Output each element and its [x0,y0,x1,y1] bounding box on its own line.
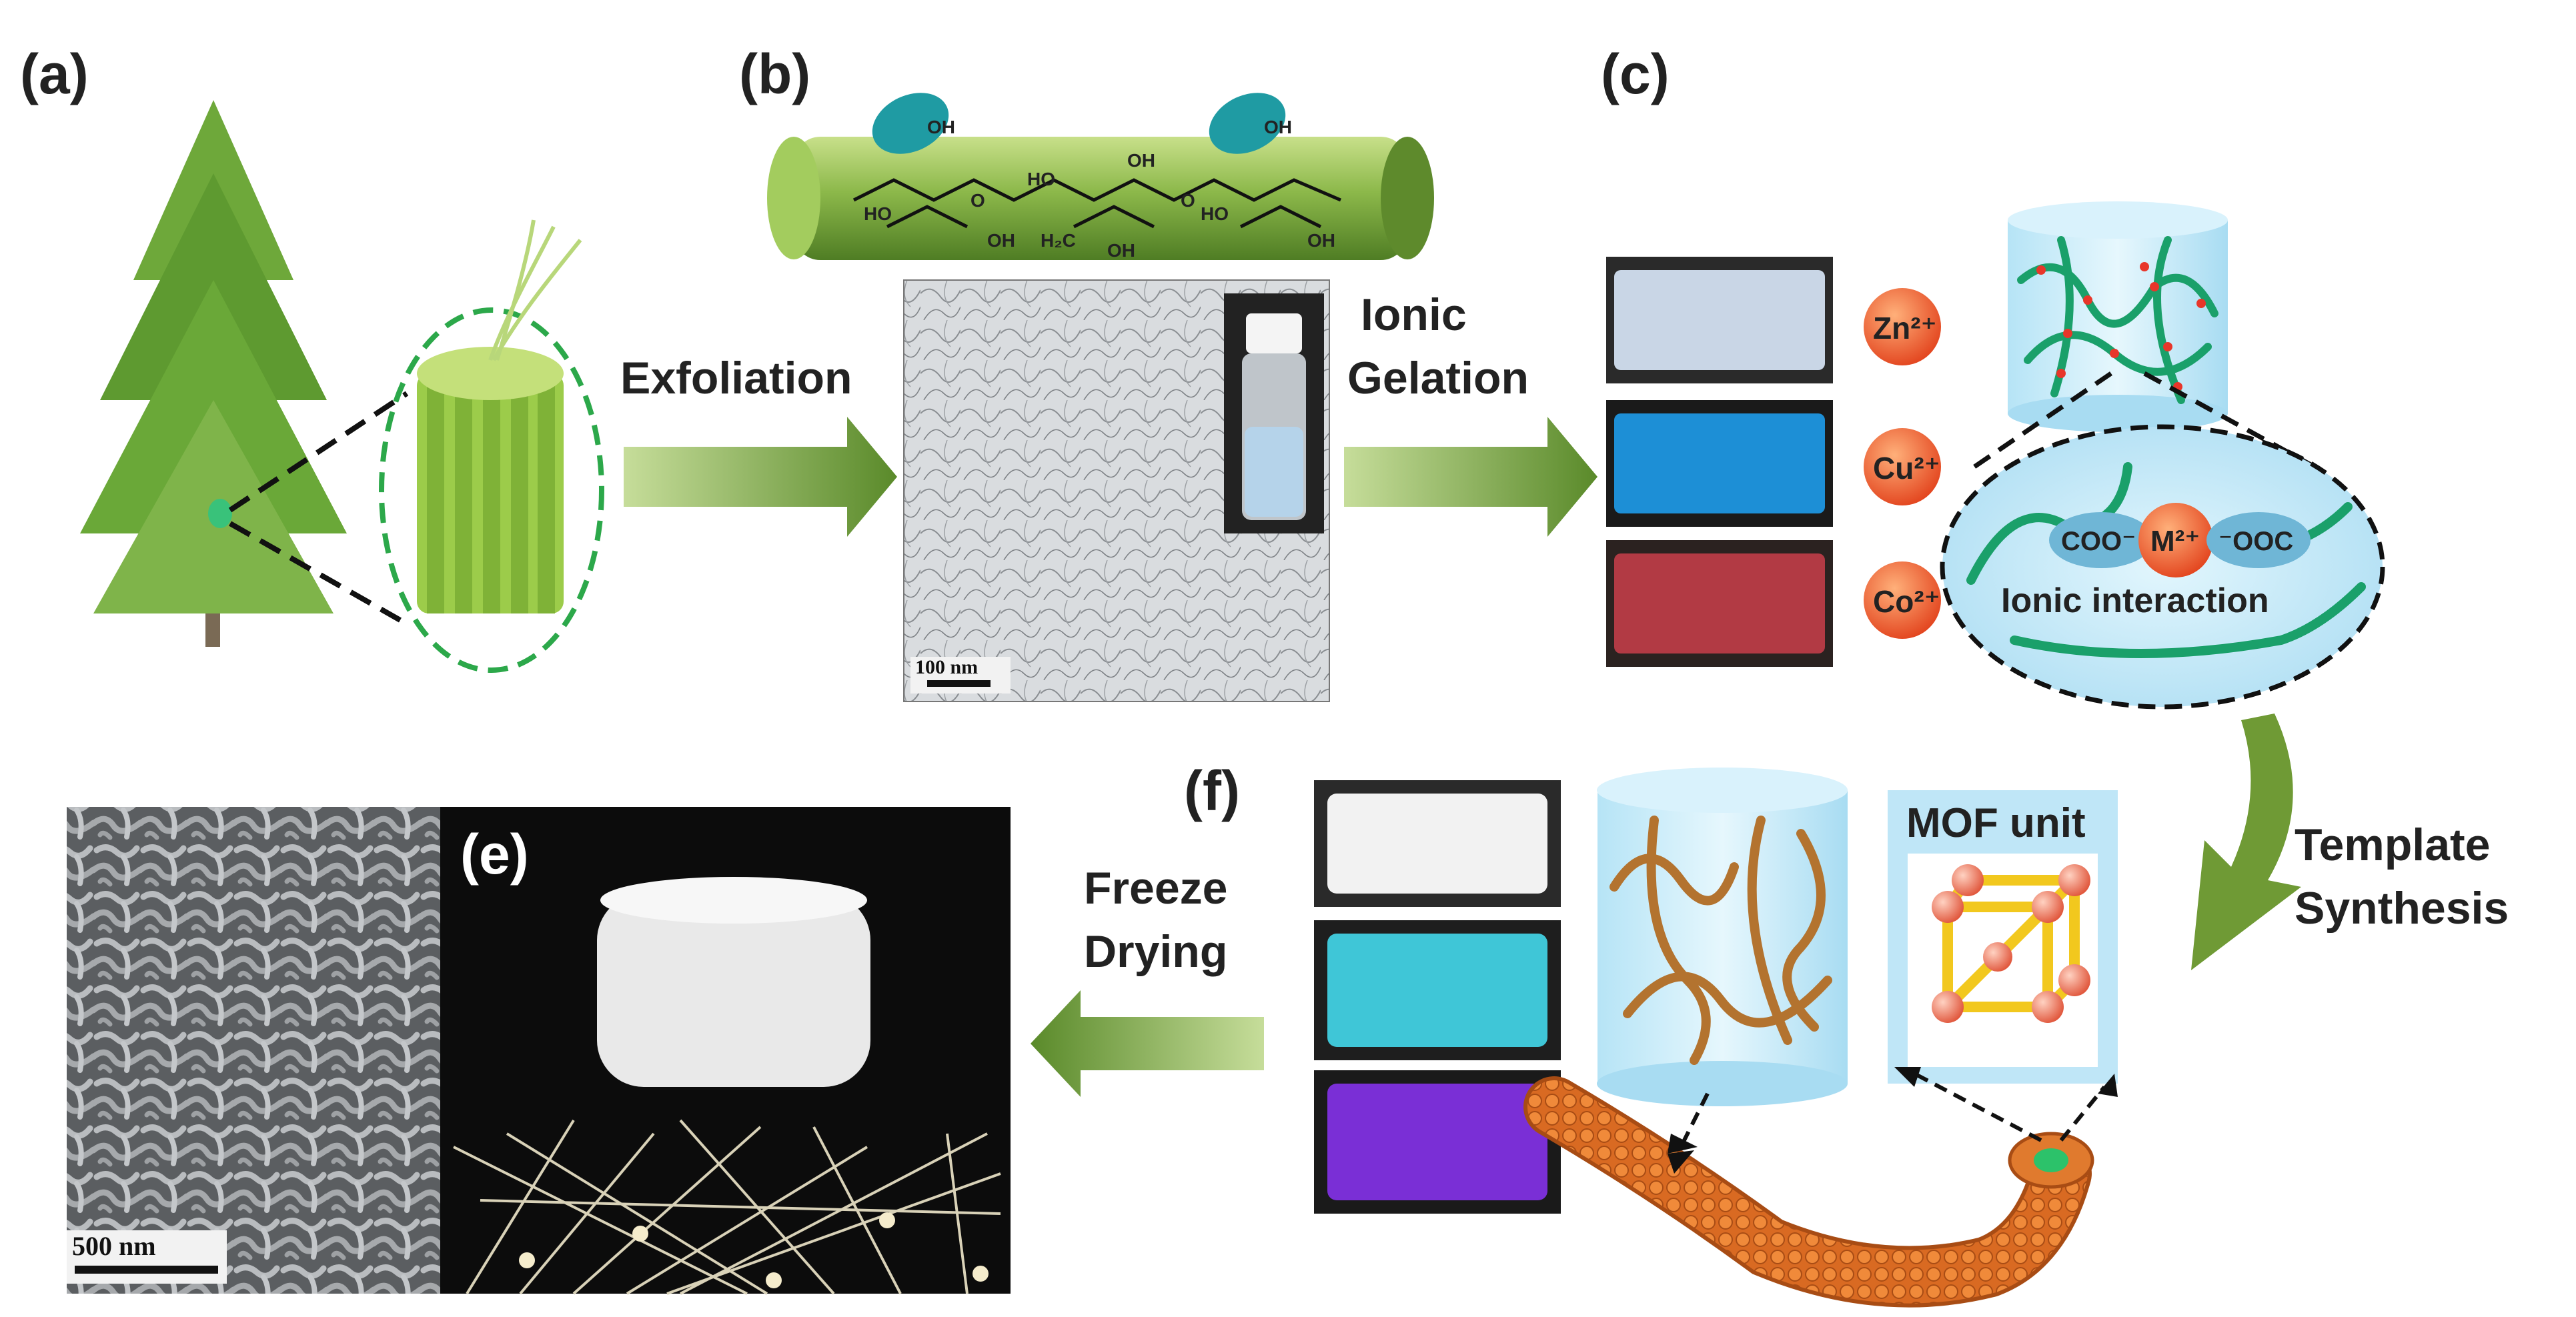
carboxyl-group-marker-2 [1209,93,1286,154]
drying-label: Drying [1084,926,1227,977]
panel-label-a: (a) [20,43,89,105]
zn-hydrogel [1614,270,1825,370]
template-label: Template [2295,820,2490,870]
scale-bar-b-label: 100 nm [915,656,978,678]
cellulose-nanofiber-rod: OH OH HO OH HO OH H₂C OH HO OH O O [767,93,1434,261]
ionic-gelation-arrow: Ionic Gelation [1344,289,1597,537]
ionic-interaction-label: Ionic interaction [2001,581,2269,620]
coo-label: COO⁻ [2061,527,2136,556]
panel-f: (f) MOF unit [1184,760,2118,1308]
co-ion-label: Co²⁺ [1873,584,1940,619]
ionic-label: Ionic [1361,289,1467,340]
co-aerogel [1327,1084,1547,1200]
scale-bar-e [75,1266,218,1274]
pointer-arrows [1679,1072,2106,1148]
hydrogel-network-cylinder [2008,201,2228,432]
gelation-label: Gelation [1347,353,1529,403]
cu-hydrogel [1614,413,1825,513]
chem-oh-1: OH [927,117,955,137]
ionic-interaction-bubble: COO⁻ M²⁺ ⁻OOC Ionic interaction [1940,424,2385,710]
panel-label-c: (c) [1601,43,1670,105]
mof-unit-box: MOF unit [1888,790,2118,1084]
chem-h2c: H₂C [1041,230,1076,251]
aerogel-on-dandelion-photo: (e) [440,807,1011,1295]
cu-ion-label: Cu²⁺ [1873,451,1940,485]
panel-e: 500 nm (e) [67,807,1011,1295]
chem-oh-2: OH [1264,117,1292,137]
cellulose-fibril-bundle-icon [417,219,582,613]
carboxyl-group-marker-1 [872,93,949,154]
chem-ho-1: HO [1027,169,1055,189]
panel-label-f: (f) [1184,760,1240,822]
mof-fiber-network-cylinder [1597,768,1848,1106]
chem-oh-4: OH [987,230,1015,251]
scale-bar-b-bg [910,657,1011,694]
freeze-drying-arrow: Freeze Drying [1031,863,1264,1097]
chem-ho-3: HO [1201,203,1229,224]
synthesis-label: Synthesis [2295,883,2509,934]
fiber-zoom-ellipse [379,307,604,673]
zn-ion-label: Zn²⁺ [1873,311,1937,345]
cu-aerogel [1327,934,1547,1047]
chem-oh-3: OH [1127,150,1155,171]
zn-ion-ball [1864,288,1941,365]
zn-aerogel [1327,794,1547,894]
scale-bar-e-label: 500 nm [72,1231,156,1261]
co-ion-ball [1864,561,1941,639]
mof-coated-fiber-icon [1523,1076,2094,1308]
chem-oh-6: OH [1307,230,1335,251]
chem-o-2: O [1181,190,1195,211]
zoom-line-top [228,391,409,513]
cu-ion-ball [1864,428,1941,505]
panel-c: (c) Zn²⁺ Cu²⁺ Co²⁺ [1601,43,2385,710]
dandelion-seeds [453,1119,1001,1295]
panel-b: (b) OH OH HO OH HO OH H₂C OH HO OH O O [739,43,1434,702]
exfoliation-arrow: Exfoliation [620,353,897,537]
aerogel-block [597,894,870,1087]
mof-unit-label: MOF unit [1906,800,2086,846]
sem-micrograph: 500 nm [67,807,440,1294]
co-hydrogel [1614,553,1825,653]
tree-illustration [80,100,347,647]
coo-group-ellipse [2049,512,2153,568]
scale-bar-b [927,680,991,687]
chem-oh-5: OH [1107,240,1135,261]
panel-a: (a) [20,43,604,673]
metal-ion-label: M²⁺ [2150,525,2200,557]
chem-o-1: O [971,190,985,211]
vial-inset [1224,293,1324,533]
scale-bar-e-bg [67,1230,227,1284]
ooc-group-ellipse [2206,512,2311,568]
tem-micrograph: 100 nm [903,279,1330,702]
panel-label-b: (b) [739,43,810,105]
exfoliation-label: Exfoliation [620,353,852,403]
panel-label-e: (e) [460,823,529,886]
freeze-label: Freeze [1084,863,1227,914]
tree-sample-spot [208,499,232,528]
ooc-label: ⁻OOC [2218,527,2293,556]
template-synthesis-arrow: Template Synthesis [2191,714,2509,970]
metal-ion-ball [2138,503,2213,577]
chem-ho-2: HO [864,203,892,224]
